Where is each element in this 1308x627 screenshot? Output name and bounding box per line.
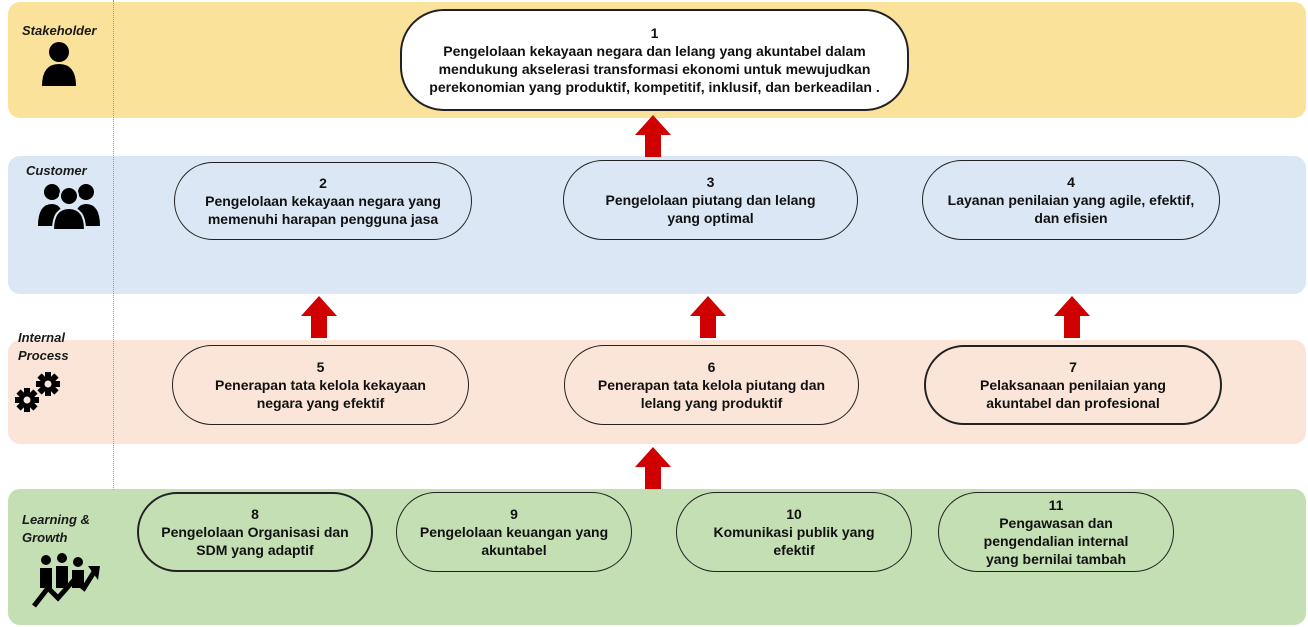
up-arrow-icon (690, 296, 726, 338)
customer-label: Customer (26, 163, 87, 178)
objective-text: Pengelolaan piutang dan lelang yang opti… (605, 192, 816, 226)
objective-text: Pengawasan dan pengendalian internal yan… (983, 515, 1129, 567)
objective-text: Penerapan tata kelola piutang dan lelang… (597, 377, 826, 411)
objective-2: 2 Pengelolaan kekayaan negara yang memen… (174, 162, 472, 240)
person-icon (42, 42, 76, 86)
objective-text: Pengelolaan kekayaan negara yang memenuh… (205, 193, 441, 227)
objective-5: 5 Penerapan tata kelola kekayaan negara … (172, 345, 469, 425)
objective-number: 8 (251, 506, 259, 522)
objective-6: 6 Penerapan tata kelola piutang dan lela… (564, 345, 859, 425)
objective-text: Penerapan tata kelola kekayaan negara ya… (215, 377, 426, 411)
objective-number: 3 (706, 174, 715, 190)
objective-text: Pengelolaan kekayaan negara dan lelang y… (429, 43, 880, 95)
up-arrow-icon (635, 115, 671, 157)
up-arrow-icon (1054, 296, 1090, 338)
stakeholder-label: Stakeholder (22, 23, 97, 38)
internal-label-line2: Process (18, 348, 69, 363)
objective-number: 4 (1067, 174, 1075, 190)
objective-8: 8 Pengelolaan Organisasi dan SDM yang ad… (137, 492, 373, 572)
objective-3: 3 Pengelolaan piutang dan lelang yang op… (563, 160, 858, 240)
objective-text: Pengelolaan Organisasi dan SDM yang adap… (161, 524, 349, 558)
gears-icon (15, 372, 60, 412)
learning-label-line1: Learning & (22, 512, 90, 527)
objective-4: 4 Layanan penilaian yang agile, efektif,… (922, 160, 1220, 240)
objective-text: Pengelolaan keuangan yang akuntabel (419, 524, 609, 558)
objective-number: 5 (316, 359, 325, 375)
objective-text: Layanan penilaian yang agile, efektif, d… (947, 192, 1195, 226)
up-arrow-icon (301, 296, 337, 338)
objective-text: Komunikasi publik yang efektif (713, 524, 875, 558)
objective-number: 1 (650, 25, 659, 41)
objective-number: 11 (1048, 497, 1064, 513)
objective-number: 9 (510, 506, 518, 522)
objective-11: 11 Pengawasan dan pengendalian internal … (938, 492, 1174, 572)
objective-10: 10 Komunikasi publik yang efektif (676, 492, 912, 572)
group-icon (38, 184, 100, 230)
perspective-divider (113, 0, 114, 490)
learning-label-line2: Growth (22, 530, 68, 545)
objective-1: 1 Pengelolaan kekayaan negara dan lelang… (400, 9, 909, 111)
objective-number: 7 (1069, 359, 1077, 375)
growth-icon (32, 553, 100, 608)
objective-number: 10 (786, 506, 802, 522)
objective-9: 9 Pengelolaan keuangan yang akuntabel (396, 492, 632, 572)
objective-number: 6 (707, 359, 716, 375)
objective-text: Pelaksanaan penilaian yang akuntabel dan… (980, 377, 1166, 411)
objective-number: 2 (319, 175, 327, 191)
objective-7: 7 Pelaksanaan penilaian yang akuntabel d… (924, 345, 1222, 425)
up-arrow-icon (635, 447, 671, 489)
internal-label-line1: Internal (18, 330, 65, 345)
